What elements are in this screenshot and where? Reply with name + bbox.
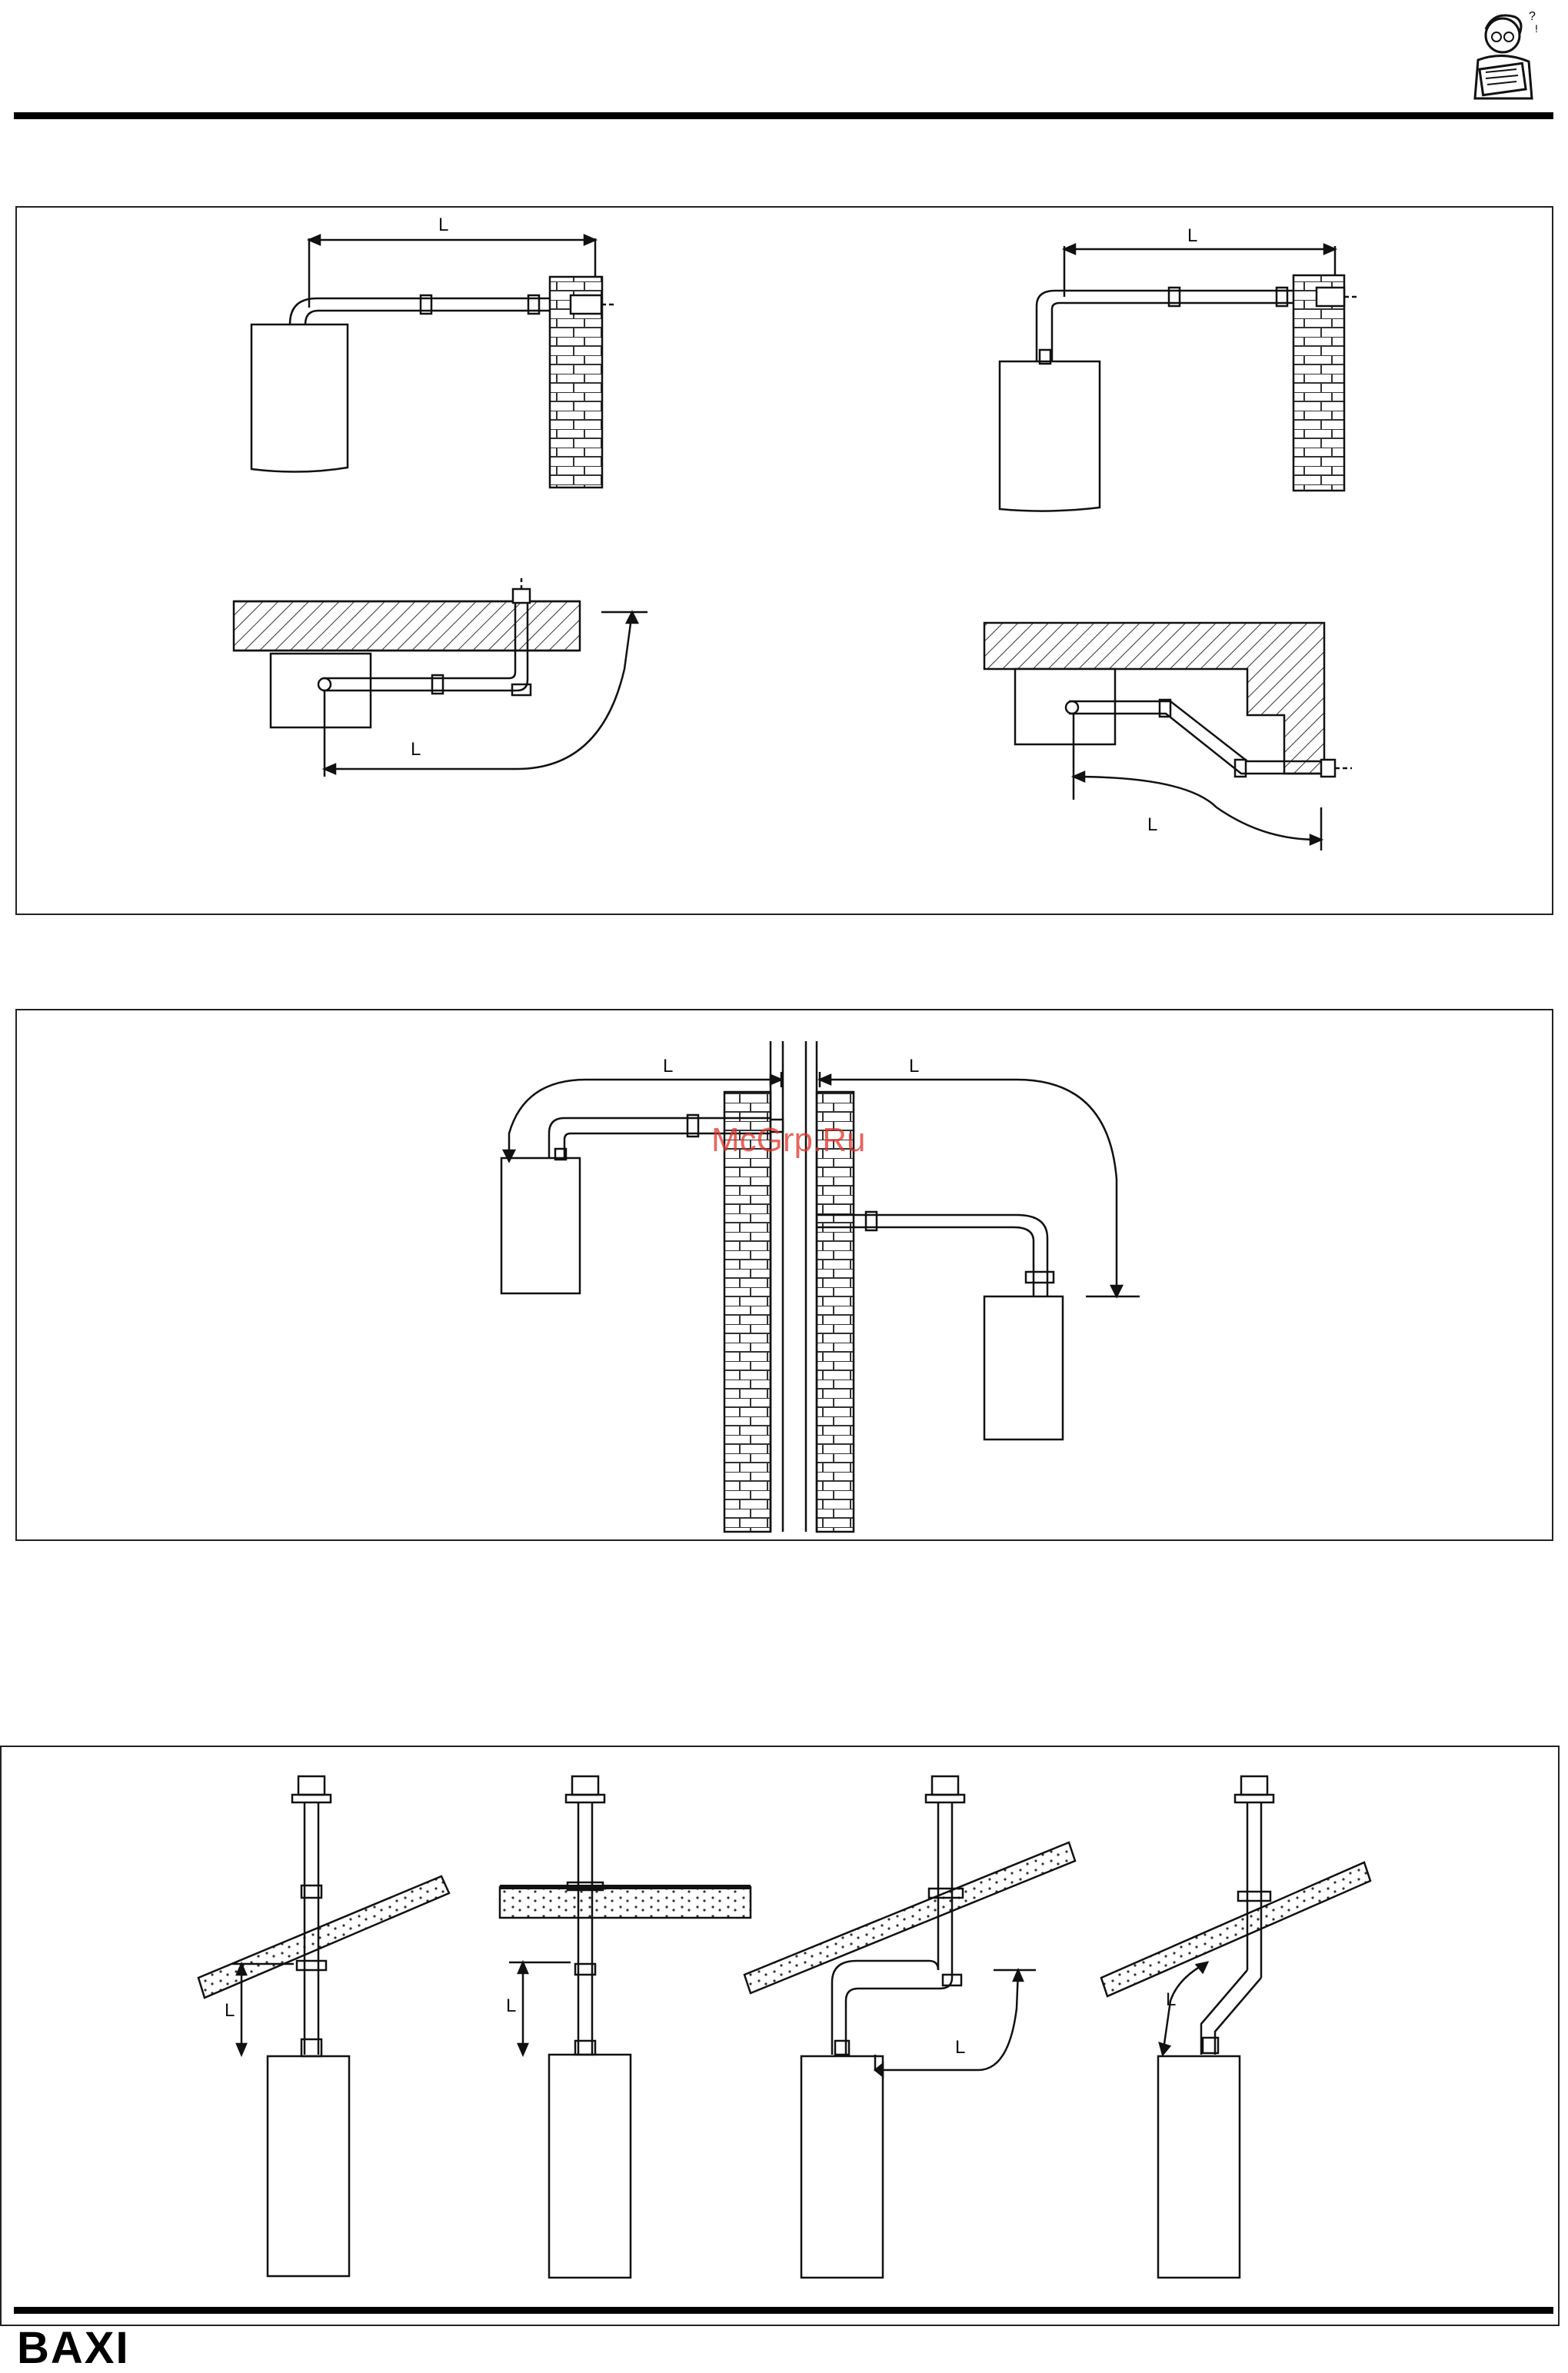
brand-logo: BAXI (17, 2326, 130, 2371)
svg-text:?: ? (1529, 10, 1536, 23)
diagram-roof-offset-a (744, 1776, 1075, 2278)
dimension-label-c: L (411, 739, 421, 760)
diagram-roof-vertical-a (198, 1776, 449, 2276)
diagram-ceiling-flue-b (984, 623, 1352, 850)
watermark-text: McGrp.Ru (711, 1121, 865, 1160)
dimension-label-d: L (1147, 814, 1157, 835)
diagram-roof-vertical-b (500, 1776, 751, 2278)
diagram-wall-flue-b (1000, 245, 1359, 511)
reader-mascot-icon: ? ! (1455, 6, 1547, 114)
dimension-label-i: L (955, 2037, 965, 2058)
dimension-label-j: L (1166, 1989, 1176, 2010)
panel-horizontal-flue: L L (15, 206, 1553, 915)
diagram-roof-offset-b (1101, 1776, 1370, 2278)
dimension-label-a: L (438, 215, 448, 235)
dimension-label-g: L (225, 2000, 235, 2021)
dimension-label-b: L (1187, 225, 1197, 246)
diagram-shared-chimney (501, 1041, 1140, 1532)
footer-rule (14, 2307, 1553, 2314)
diagram-ceiling-flue-a (234, 575, 648, 777)
panel-chimney-flue: L L (15, 1009, 1553, 1541)
dimension-label-h: L (506, 1995, 516, 2016)
dimension-label-e: L (663, 1056, 673, 1077)
header-rule (14, 112, 1553, 119)
dimension-label-f: L (909, 1056, 919, 1077)
svg-text:!: ! (1535, 22, 1538, 35)
panel-roof-flue: L L (0, 1746, 1560, 2326)
diagram-wall-flue-a (251, 235, 617, 488)
